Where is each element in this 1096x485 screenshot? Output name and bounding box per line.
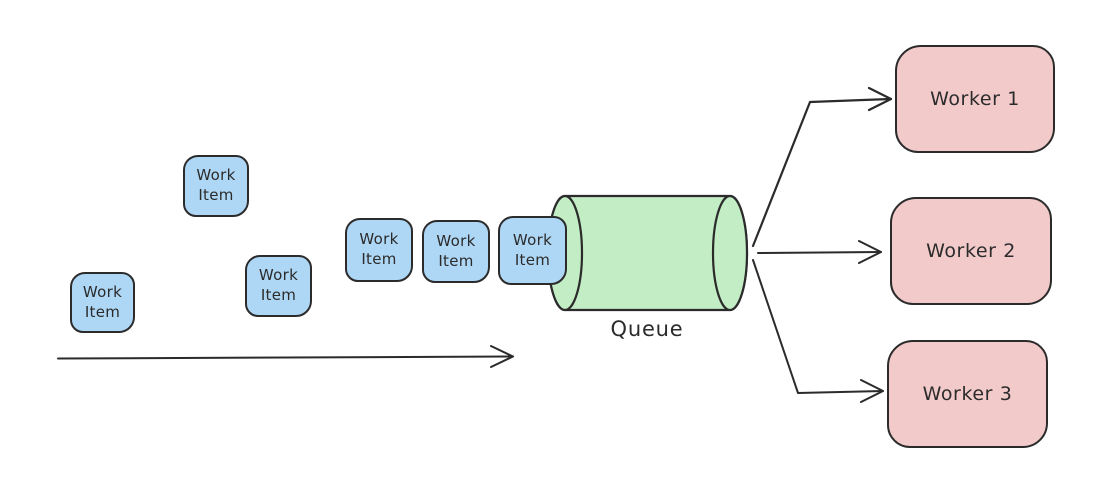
- queue-cylinder: [546, 194, 749, 312]
- queue-to-worker1-arrow: [751, 86, 893, 248]
- queue-label: Queue: [610, 317, 684, 341]
- work-item-node: Work Item: [498, 216, 567, 285]
- work-item-label-line1: Work: [359, 230, 399, 249]
- work-item-label-line2: Item: [198, 186, 234, 204]
- work-item-label-line2: Item: [84, 302, 121, 321]
- work-item-label-line2: Item: [514, 250, 551, 269]
- work-item-label-line1: Work: [82, 282, 123, 301]
- work-item-label-line2: Item: [438, 251, 474, 270]
- work-item-label-line2: Item: [260, 286, 297, 304]
- flow-direction-arrow: [57, 345, 514, 368]
- queue-cylinder-right-cap: [711, 194, 749, 312]
- worker-1-node: Worker 1: [895, 45, 1055, 153]
- worker-1-label: Worker 1: [930, 88, 1020, 110]
- work-item-label-line1: Work: [196, 166, 236, 185]
- work-item-label-line1: Work: [512, 230, 553, 249]
- queue-to-worker3-arrow: [752, 259, 884, 403]
- work-item-node: Work Item: [70, 272, 135, 333]
- work-item-label-line2: Item: [361, 250, 397, 268]
- work-item-node: Work Item: [183, 155, 249, 217]
- arrowhead-icon: [858, 240, 882, 264]
- worker-2-label: Worker 2: [926, 240, 1016, 262]
- arrowhead-icon: [490, 345, 514, 368]
- work-item-node: Work Item: [245, 255, 312, 317]
- queue-to-worker2-arrow: [757, 240, 882, 264]
- work-item-label-line1: Work: [436, 231, 476, 250]
- arrowhead-icon: [867, 86, 893, 112]
- work-item-node: Work Item: [422, 220, 490, 283]
- worker-2-node: Worker 2: [890, 197, 1052, 305]
- work-item-node: Work Item: [345, 218, 413, 282]
- worker-3-node: Worker 3: [887, 340, 1048, 448]
- work-item-label-line1: Work: [258, 266, 299, 285]
- arrowhead-icon: [860, 379, 884, 403]
- worker-3-label: Worker 3: [922, 383, 1013, 405]
